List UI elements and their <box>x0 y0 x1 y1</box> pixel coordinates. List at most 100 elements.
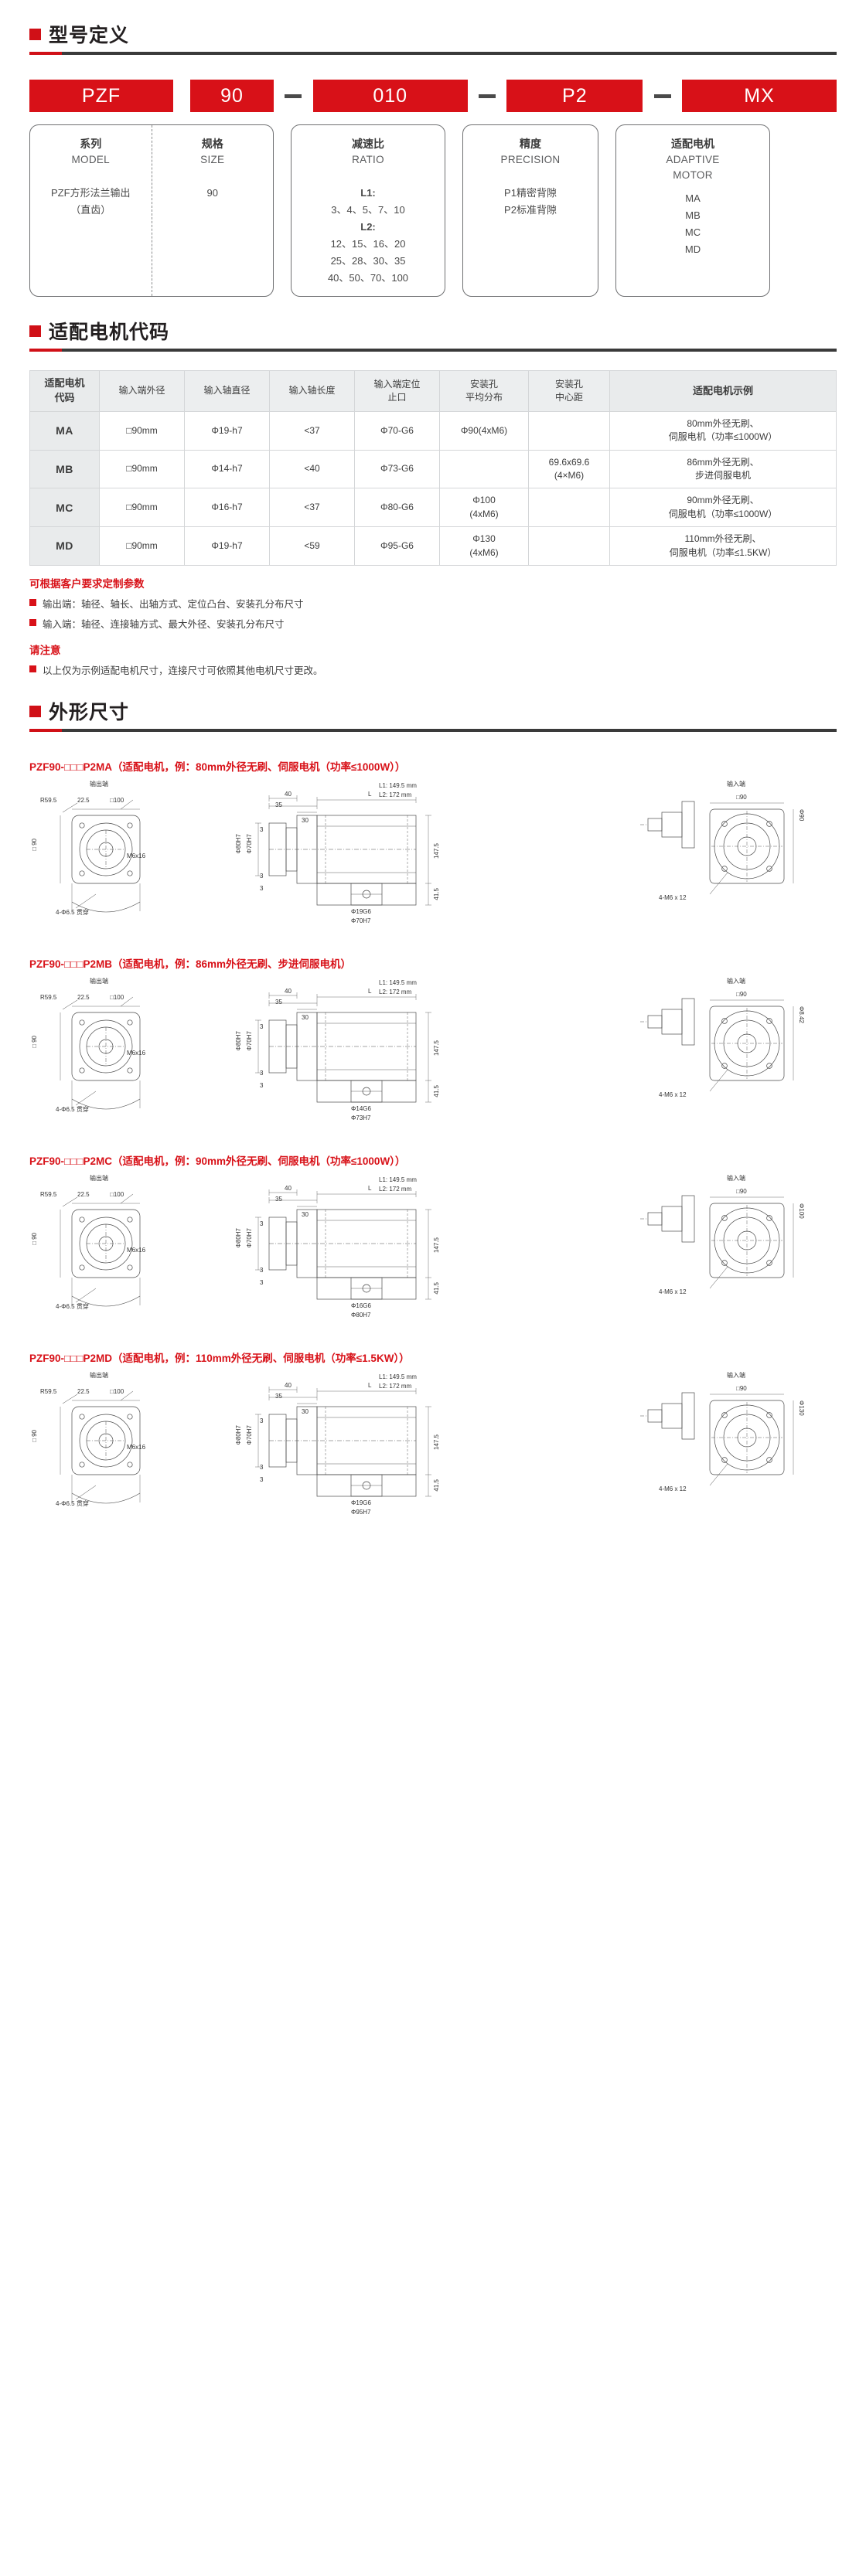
legend-body-ratio: L1: 3、4、5、7、10 L2: 12、15、16、20 25、28、30、… <box>296 185 440 288</box>
dim-screw: M6x16 <box>127 1443 146 1451</box>
dim-flange: □100 <box>110 796 124 804</box>
cell-holes: Φ130 (4xM6) <box>439 526 529 566</box>
separator-dash-2 <box>468 94 507 98</box>
legend-label-en: SIZE <box>200 154 225 165</box>
label-length-l1: L1: 149.5 mm <box>379 1176 417 1183</box>
legend-label-cn: 精度 <box>520 138 541 150</box>
code-box-precision: P2 <box>506 80 643 112</box>
dim-chamfer: 22.5 <box>77 796 90 804</box>
section-title-motor-code: 适配电机代码 <box>49 322 170 344</box>
divider <box>29 728 837 732</box>
cell-shaft-dia: Φ14-h7 <box>184 449 270 489</box>
dim-right-square: □90 <box>736 990 747 998</box>
ratio-l2-label: L2: <box>360 220 376 233</box>
legend-body: 90 <box>206 186 218 199</box>
cell-pilot: Φ95-G6 <box>354 526 440 566</box>
red-square-bullet-icon <box>29 618 36 626</box>
label-length-l1: L1: 149.5 mm <box>379 781 417 789</box>
th-mount-holes: 安装孔 平均分布 <box>439 370 529 412</box>
cell-example: 86mm外径无刷、 步进伺服电机 <box>609 449 837 489</box>
page-title: 型号定义 <box>49 25 130 46</box>
dim-chamfer: 22.5 <box>77 1387 90 1395</box>
label-length-l2: L2: 172 mm <box>379 1382 412 1390</box>
dim-radius: R59.5 <box>40 1190 57 1198</box>
dim-square-left: □90 <box>31 1429 38 1444</box>
dim-radius: R59.5 <box>40 796 57 804</box>
drawing-block-ma: PZF90-□□□P2MA（适配电机，例：80mm外径无刷、伺服电机（功率≤10… <box>29 758 837 929</box>
label-output-end: 输出端 <box>90 1371 108 1379</box>
th-motor-code: 适配电机 代码 <box>29 370 100 412</box>
dim-shaft-pilot: Φ95H7 <box>351 1508 371 1516</box>
label-length-l2: L2: 172 mm <box>379 988 412 995</box>
legend-box-precision: 精度 PRECISION P1精密背隙 P2标准背隙 <box>462 124 598 298</box>
spec-sheet-page: 型号定义 PZF 90 010 P2 MX 系列 MODEL PZF方形法兰输出… <box>0 26 866 1551</box>
drawing-block-mb: PZF90-□□□P2MB（适配电机，例：86mm外径无刷、步进伺服电机） <box>29 955 837 1126</box>
legend-cell-model: 系列 MODEL PZF方形法兰输出 （直齿） <box>30 125 152 296</box>
legend-label-en: RATIO <box>352 154 384 165</box>
divider <box>29 349 837 352</box>
legend-box-model-size: 系列 MODEL PZF方形法兰输出 （直齿） 规格 SIZE 90 <box>29 124 274 298</box>
dimension-drawing-svg <box>60 1386 794 1504</box>
dim-through-bolt: 4-Φ6.5 贯穿 <box>56 1105 89 1113</box>
dim-square-left: □90 <box>31 838 38 852</box>
dim-35: 35 <box>275 1392 282 1400</box>
drawing-canvas: 输出端 输入端 L1: 149.5 mm L2: 172 mm R59.5 22… <box>29 778 837 929</box>
dim-3-b: 3 <box>260 872 264 880</box>
dim-chamfer: 22.5 <box>77 1190 90 1198</box>
th-input-shaft-dia: 输入轴直径 <box>184 370 270 412</box>
section-header-motor-code: 适配电机代码 <box>29 323 837 352</box>
cell-shaft-dia: Φ19-h7 <box>184 410 270 451</box>
drawing-title: PZF90-□□□P2MB（适配电机，例：86mm外径无刷、步进伺服电机） <box>29 958 352 970</box>
model-code-boxes: PZF 90 010 P2 MX <box>29 80 837 112</box>
note-text: 以上仅为示例适配电机尺寸，连接尺寸可依照其他电机尺寸更改。 <box>43 665 323 676</box>
legend-body: PZF方形法兰输出 （直齿） <box>50 186 131 216</box>
dim-through-bolt: 4-Φ6.5 贯穿 <box>56 1302 89 1310</box>
dim-40: 40 <box>285 790 292 798</box>
dim-30: 30 <box>302 1013 309 1021</box>
dim-flange: □100 <box>110 993 124 1001</box>
dim-l: L <box>368 790 372 798</box>
table-header-row: 适配电机 代码 输入端外径 输入轴直径 输入轴长度 输入端定位 止口 安装孔 平… <box>29 370 837 412</box>
dim-chamfer: 22.5 <box>77 993 90 1001</box>
dim-height-147: 147.5 <box>433 842 440 859</box>
cell-shaft-len: <40 <box>269 449 355 489</box>
dim-right-screws: 4-M6 x 12 <box>659 1288 687 1295</box>
model-legend-row: 系列 MODEL PZF方形法兰输出 （直齿） 规格 SIZE 90 减速比 R… <box>29 124 837 298</box>
motor-code-table: 适配电机 代码 输入端外径 输入轴直径 输入轴长度 输入端定位 止口 安装孔 平… <box>29 370 837 566</box>
dim-radius: R59.5 <box>40 1387 57 1395</box>
dim-3-a: 3 <box>260 825 264 833</box>
note-line-output: 输出端：轴径、轴长、出轴方式、定位凸台、安装孔分布尺寸 <box>29 596 837 611</box>
separator-dash-3 <box>643 94 682 98</box>
dim-pilot-bore-2: Φ70H7 <box>246 1227 253 1248</box>
cell-shaft-len: <37 <box>269 488 355 528</box>
separator-dash-1 <box>274 94 313 98</box>
dimension-drawing-svg <box>60 992 794 1110</box>
dim-height-41: 41.5 <box>433 1281 440 1295</box>
dim-40: 40 <box>285 1184 292 1192</box>
dim-radius: R59.5 <box>40 993 57 1001</box>
dim-flange: □100 <box>110 1387 124 1395</box>
legend-label-en: MODEL <box>71 154 110 165</box>
cell-pilot: Φ73-G6 <box>354 449 440 489</box>
dim-right-square: □90 <box>736 1187 747 1195</box>
note-text: 输入端：轴径、连接轴方式、最大外径、安装孔分布尺寸 <box>43 618 285 630</box>
cell-example: 80mm外径无刷、 伺服电机（功率≤1000W） <box>609 410 837 451</box>
legend-body: P1精密背隙 P2标准背隙 <box>504 186 557 216</box>
cell-outer: □90mm <box>99 449 185 489</box>
cell-pilot: Φ80-G6 <box>354 488 440 528</box>
red-square-bullet-icon <box>29 29 41 40</box>
dimension-drawing-svg <box>60 795 794 913</box>
dim-35: 35 <box>275 998 282 1006</box>
cell-center <box>528 526 610 566</box>
cell-motor-code: MA <box>29 410 100 451</box>
th-input-outer-dia: 输入端外径 <box>99 370 185 412</box>
dim-right-square: □90 <box>736 1384 747 1392</box>
dim-height-147: 147.5 <box>433 1434 440 1450</box>
section-header-model-definition: 型号定义 <box>29 26 837 55</box>
cell-shaft-len: <59 <box>269 526 355 566</box>
dim-3-c: 3 <box>260 1475 264 1483</box>
th-motor-example: 适配电机示例 <box>609 370 837 412</box>
th-hole-center: 安装孔 中心距 <box>528 370 610 412</box>
divider <box>29 52 837 55</box>
dim-pilot-bore-2: Φ70H7 <box>246 833 253 854</box>
